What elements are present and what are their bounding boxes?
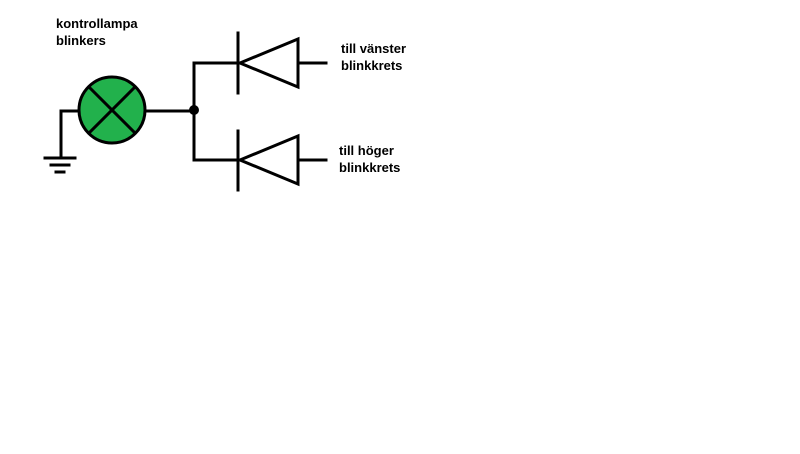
right-circuit-label: till höger blinkkrets: [339, 142, 400, 176]
branch-wire: [192, 61, 240, 162]
junction-dot: [189, 105, 199, 115]
lamp-cross-b: [86, 84, 138, 136]
diode-icon: [236, 129, 328, 192]
ground-wire: [59, 109, 81, 159]
lamp-label-line-1: kontrollampa: [56, 16, 138, 31]
ground-icon: [43, 109, 81, 174]
right-circuit-label-line-2: blinkkrets: [339, 160, 401, 175]
left-circuit-label-line-1: till vänster: [341, 41, 407, 56]
lamp-label-line-2: blinkers: [56, 33, 106, 48]
lower-diode-triangle: [236, 133, 300, 187]
left-circuit-label-line-2: blinkkrets: [341, 58, 403, 73]
indicator-lamp-icon: [77, 75, 147, 145]
left-circuit-label: till vänster blinkkrets: [341, 40, 406, 74]
right-circuit-label-line-1: till höger: [339, 143, 394, 158]
lamp-label: kontrollampa blinkers: [56, 15, 138, 49]
upper-diode-triangle: [236, 36, 300, 90]
diode-icon: [236, 31, 328, 95]
